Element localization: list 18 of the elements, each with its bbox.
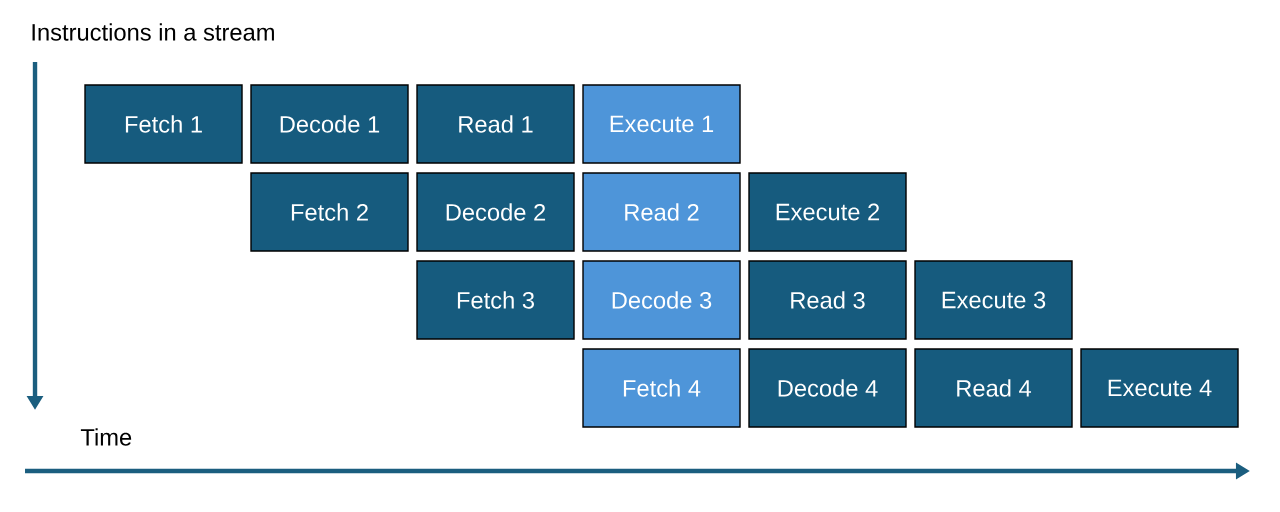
stage-box: Read 4 <box>914 348 1073 428</box>
stage-box: Execute 1 <box>582 84 741 164</box>
stage-box: Decode 1 <box>250 84 409 164</box>
axis-label: Instructions in a stream <box>32 23 274 41</box>
stage-box: Fetch 4 <box>582 348 741 428</box>
axis-label: Time <box>80 428 132 446</box>
stage-box: Decode 3 <box>582 260 741 340</box>
stage-box: Decode 4 <box>748 348 907 428</box>
stage-box: Fetch 2 <box>250 172 409 252</box>
stage-box: Fetch 3 <box>416 260 575 340</box>
stage-box: Read 3 <box>748 260 907 340</box>
stage-box: Execute 4 <box>1080 348 1239 428</box>
stage-box: Read 2 <box>582 172 741 252</box>
stage-box: Read 1 <box>416 84 575 164</box>
stage-box: Fetch 1 <box>84 84 243 164</box>
stage-box: Execute 2 <box>748 172 907 252</box>
stage-box: Execute 3 <box>914 260 1073 340</box>
stage-box: Decode 2 <box>416 172 575 252</box>
